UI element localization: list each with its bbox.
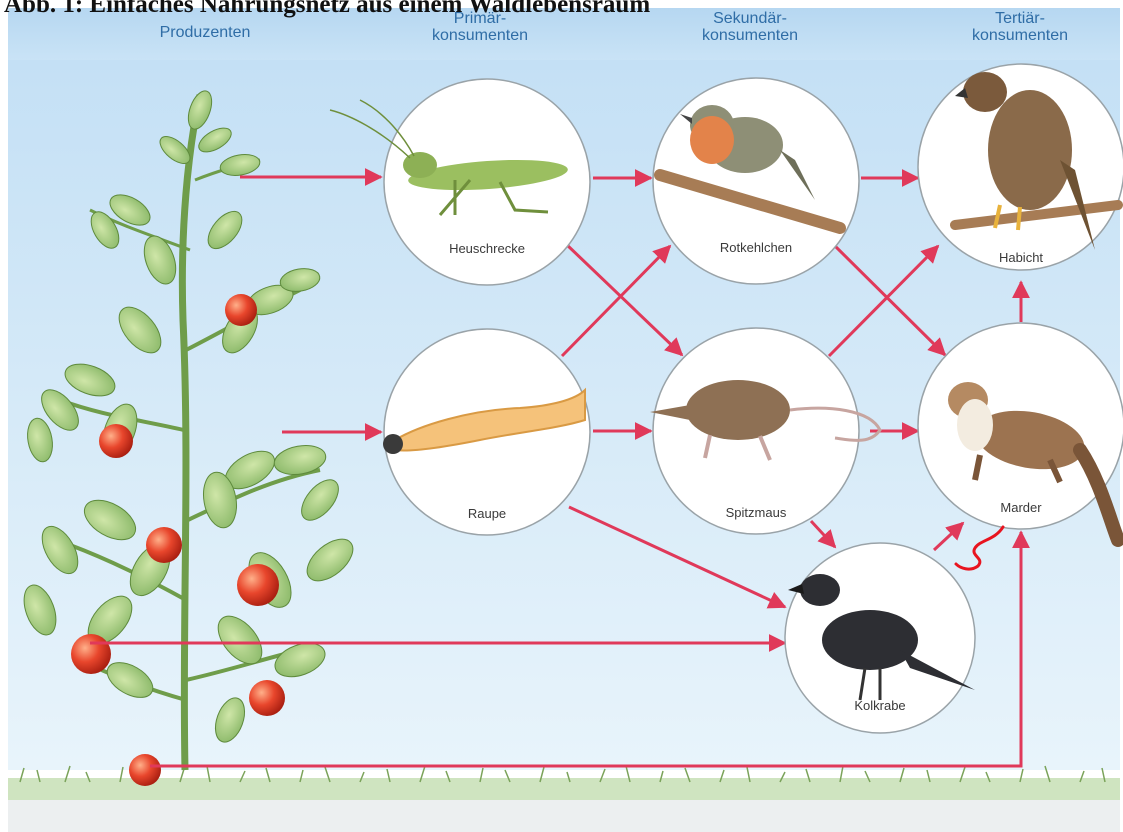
node-label-heuschrecke: Heuschrecke <box>449 241 525 256</box>
grass-strip <box>8 778 1120 802</box>
node-label-raupe: Raupe <box>468 506 506 521</box>
figure-caption: Abb. 1: Einfaches Nahrungsnetz aus einem… <box>4 0 650 19</box>
node-raupe: Raupe <box>383 329 590 535</box>
page-bottom <box>8 800 1120 832</box>
node-label-habicht: Habicht <box>999 250 1043 265</box>
node-label-marder: Marder <box>1000 500 1042 515</box>
node-label-spitzmaus: Spitzmaus <box>726 505 787 520</box>
node-rotkehlchen: Rotkehlchen <box>653 78 859 284</box>
node-habicht: Habicht <box>918 64 1123 270</box>
node-label-rotkehlchen: Rotkehlchen <box>720 240 792 255</box>
node-label-kolkrabe: Kolkrabe <box>854 698 905 713</box>
node-kolkrabe: Kolkrabe <box>785 543 975 733</box>
